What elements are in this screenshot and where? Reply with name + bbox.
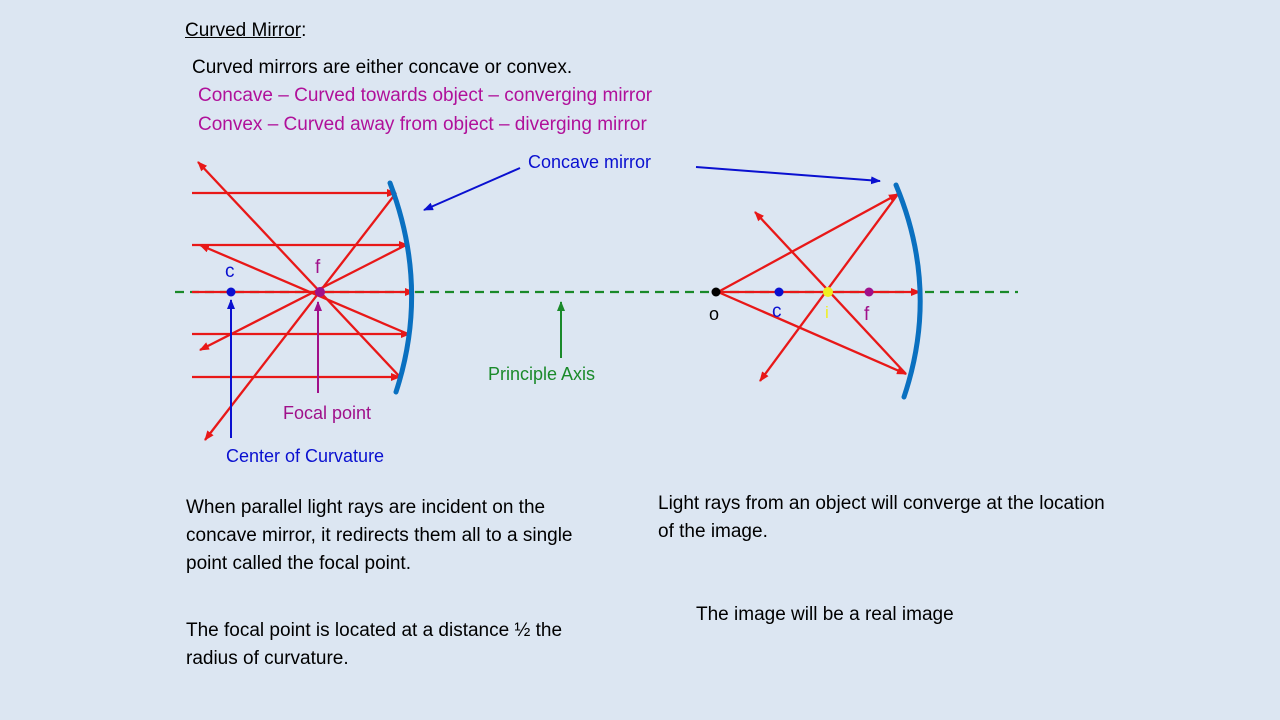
converge-paragraph: Light rays from an object will converge … xyxy=(658,493,1105,542)
concave-mirror-pointer-right xyxy=(695,166,881,185)
left-reflected-ray xyxy=(199,243,409,336)
real-image-text: The image will be a real image xyxy=(696,604,954,625)
right-concave-mirror xyxy=(893,182,923,400)
left-reflected-ray xyxy=(197,161,401,378)
intro-text: Curved mirrors are either concave or con… xyxy=(192,57,573,78)
left-reflected-ray xyxy=(199,243,407,352)
focal-distance-paragraph: The focal point is located at a distance… xyxy=(186,620,563,669)
principle-axis-label: Principle Axis xyxy=(488,364,595,384)
object-point-dot xyxy=(711,287,721,297)
right-focal-point-dot xyxy=(864,287,874,297)
left-center-of-curvature-dot xyxy=(226,287,236,297)
concave-mirror-label: Concave mirror xyxy=(528,152,651,172)
left-reflected-ray xyxy=(204,192,397,441)
right-c-label: c xyxy=(772,301,782,322)
slide-title: Curved Mirror: xyxy=(185,20,307,41)
image-i-label: i xyxy=(825,303,829,322)
center-of-curvature-label: Center of Curvature xyxy=(226,446,384,466)
right-center-of-curvature-dot xyxy=(774,287,784,297)
focal-point-label: Focal point xyxy=(283,403,371,423)
right-incoming-ray xyxy=(717,290,907,376)
parallel-rays-paragraph: When parallel light rays are incident on… xyxy=(186,497,573,574)
concave-definition: Concave – Curved towards object – conver… xyxy=(198,85,653,106)
left-ray-group xyxy=(192,161,415,441)
convex-definition: Convex – Curved away from object – diver… xyxy=(198,114,647,135)
right-f-label: f xyxy=(864,304,870,325)
concave-mirror-pointer-left xyxy=(423,167,521,211)
left-f-label: f xyxy=(315,257,321,278)
object-o-label: o xyxy=(709,304,719,324)
right-ray-group xyxy=(717,192,921,382)
image-point-dot xyxy=(823,287,833,297)
left-focal-point-dot xyxy=(315,287,325,297)
left-concave-mirror xyxy=(387,180,415,395)
left-c-label: c xyxy=(225,261,235,282)
right-incoming-ray xyxy=(717,192,899,294)
